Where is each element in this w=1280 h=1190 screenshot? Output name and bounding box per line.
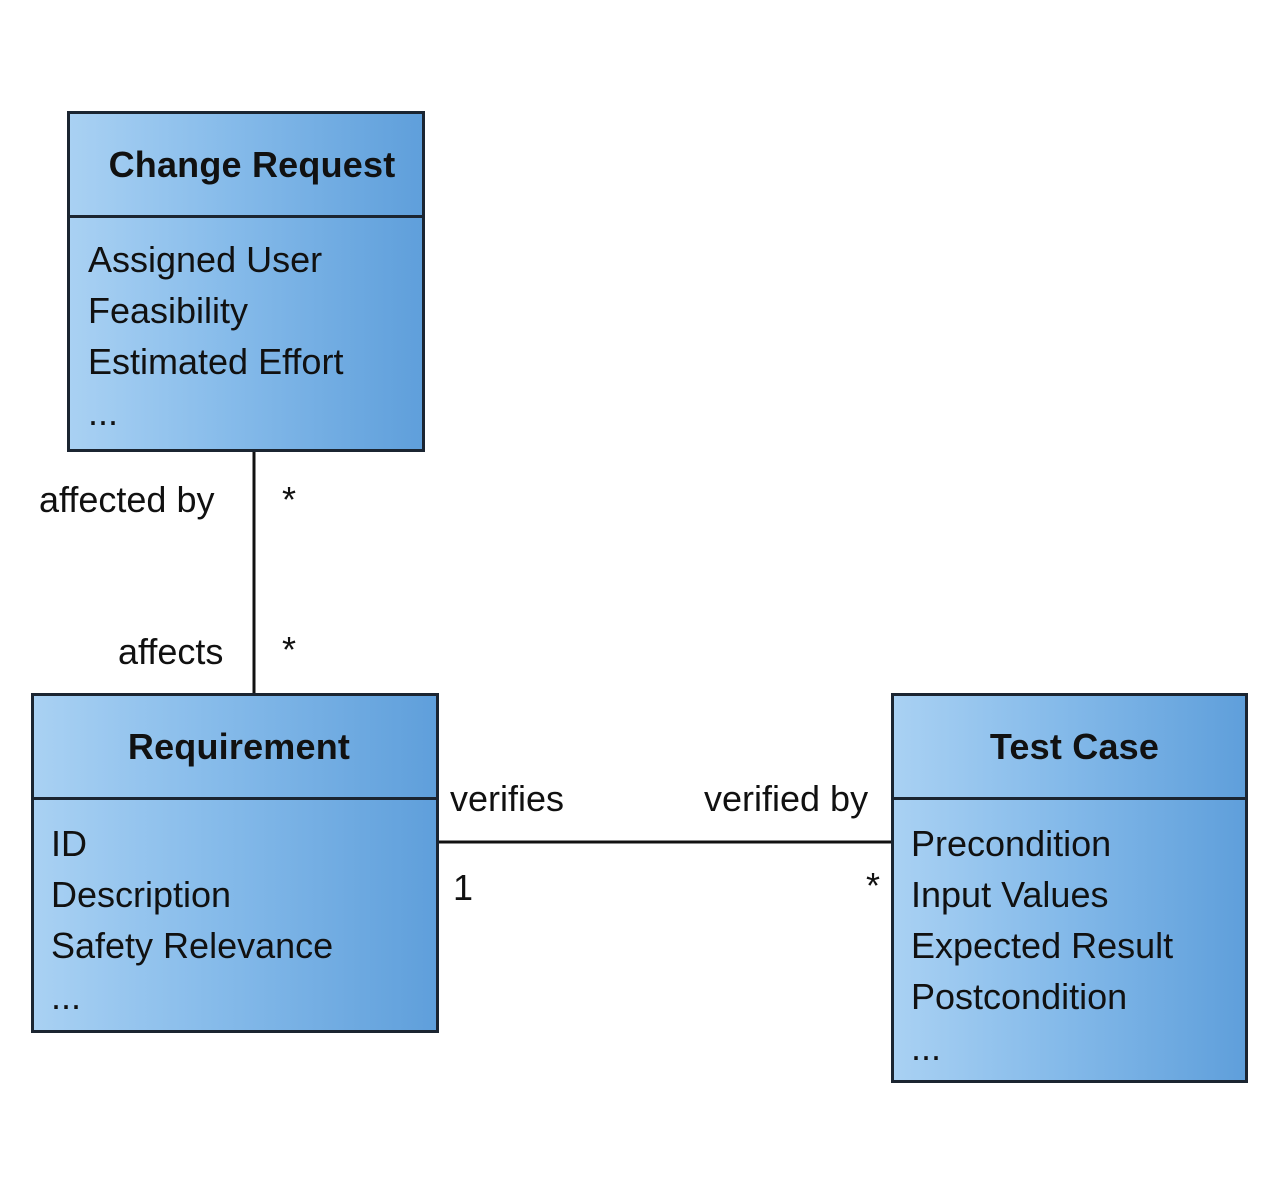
attribute: Estimated Effort: [88, 341, 344, 382]
attribute: Precondition: [911, 823, 1112, 864]
attribute-ellipsis: ...: [911, 1027, 942, 1068]
class-test-case[interactable]: Test Case Precondition Input Values Expe…: [891, 693, 1248, 1083]
class-requirement-attributes: ID Description Safety Relevance ...: [34, 800, 436, 1022]
attribute: ID: [51, 823, 87, 864]
attribute: Feasibility: [88, 290, 249, 331]
attribute: Assigned User: [88, 239, 323, 280]
attribute: Description: [51, 874, 232, 915]
attribute: Expected Result: [911, 925, 1174, 966]
multiplicity-label-left: 1: [453, 867, 474, 908]
class-change-request-title: Change Request: [70, 114, 422, 218]
multiplicity-label-bottom: *: [282, 629, 297, 670]
class-test-case-attributes: Precondition Input Values Expected Resul…: [894, 800, 1245, 1073]
role-label-verified-by: verified by: [704, 778, 869, 819]
class-test-case-title: Test Case: [894, 696, 1245, 800]
class-change-request-attributes: Assigned User Feasibility Estimated Effo…: [70, 218, 422, 438]
multiplicity-label-top: *: [282, 479, 297, 520]
class-requirement[interactable]: Requirement ID Description Safety Releva…: [31, 693, 439, 1033]
attribute-ellipsis: ...: [88, 392, 119, 433]
attribute: Postcondition: [911, 976, 1128, 1017]
class-requirement-title: Requirement: [34, 696, 436, 800]
multiplicity-label-right: *: [866, 865, 881, 906]
role-label-affects: affects: [118, 631, 224, 672]
attribute: Safety Relevance: [51, 925, 334, 966]
attribute-ellipsis: ...: [51, 976, 82, 1017]
class-change-request[interactable]: Change Request Assigned User Feasibility…: [67, 111, 425, 452]
role-label-affected-by: affected by: [39, 479, 215, 520]
role-label-verifies: verifies: [450, 778, 565, 819]
attribute: Input Values: [911, 874, 1109, 915]
